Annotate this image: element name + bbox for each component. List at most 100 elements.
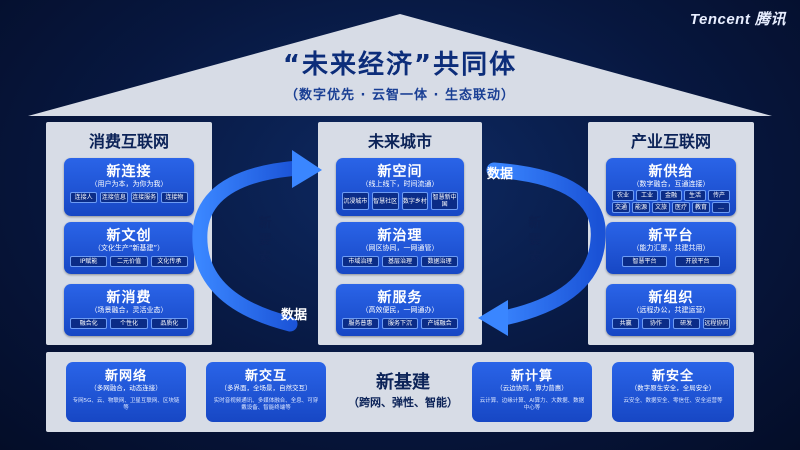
chip: 沉浸城市 — [342, 192, 369, 210]
card-title: 新计算 — [510, 369, 553, 384]
roof-shape — [28, 14, 772, 116]
chip: 交通 — [612, 202, 630, 213]
infra-card-new-network: 新网络 （多网融合，动态连接） 专网5G、云、物联网、卫星互联网、区块链等 — [66, 362, 186, 422]
chip: 基层治理 — [381, 256, 419, 267]
card-subtitle: （远程办公，共建运营） — [632, 306, 710, 314]
card-description: 云安全、数据安全、零信任、安全运营等 — [623, 398, 723, 404]
chip: 融合化 — [70, 318, 108, 329]
chip: 生活 — [684, 190, 706, 201]
card-subtitle: （场景融合，灵活业态） — [90, 306, 168, 314]
infra-subtitle: （跨网、弹性、智能） — [348, 396, 458, 409]
card-subtitle: （能力汇聚，共建共用） — [632, 244, 710, 252]
card-description: 专网5G、云、物联网、卫星互联网、区块链等 — [72, 398, 180, 411]
chip: 研发 — [672, 318, 700, 329]
chip: 智慧平台 — [622, 256, 667, 267]
column-title: 消费互联网 — [88, 132, 169, 151]
column-consumer-internet: 消费互联网 新连接 （用户为本，为你为我） 连接人 连接信息 连接服务 连接物 … — [46, 122, 212, 345]
chip: 产城融合 — [421, 318, 459, 329]
chip: 农业 — [612, 190, 634, 201]
chip: 个性化 — [110, 318, 148, 329]
infra-card-new-computing: 新计算 （云边协同，算力普惠） 云计算、边缘计算、AI算力、大数据、数据中心等 — [472, 362, 592, 422]
chip: 服务普惠 — [342, 318, 379, 329]
card-subtitle: （数字原生安全，全局安全） — [630, 384, 716, 392]
chip: 品质化 — [150, 318, 188, 329]
flow-label-top: 数据 — [486, 167, 513, 182]
right-flow-arrow-icon — [486, 162, 606, 326]
card-subtitle: （多界面，全场景，自然交互） — [220, 384, 312, 392]
left-arrowhead-icon — [292, 150, 322, 188]
card-new-connection: 新连接 （用户为本，为你为我） 连接人 连接信息 连接服务 连接物 — [64, 158, 194, 216]
card-new-consumption: 新消费 （场景融合，灵活业态） 融合化 个性化 品质化 — [64, 284, 194, 336]
chip: 协作 — [642, 318, 670, 329]
card-title: 新消费 — [106, 290, 152, 306]
card-title: 新安全 — [651, 369, 694, 384]
infra-card-new-security: 新安全 （数字原生安全，全局安全） 云安全、数据安全、零信任、安全运营等 — [612, 362, 734, 422]
chip: 智慧社区 — [371, 192, 399, 210]
card-subtitle: （用户为本，为你为我） — [90, 180, 168, 188]
chip: 医疗 — [672, 202, 690, 213]
chip: 共赢 — [612, 318, 640, 329]
card-title: 新平台 — [648, 228, 694, 244]
card-title: 新治理 — [377, 228, 423, 244]
chip: … — [712, 202, 730, 213]
card-title: 新服务 — [377, 290, 423, 306]
infra-title: 新基建 — [376, 372, 430, 393]
chip: 智慧新中国 — [431, 192, 458, 210]
chip: 市域治理 — [342, 256, 379, 267]
card-new-service: 新服务 （高效便民，一网通办） 服务普惠 服务下沉 产城融合 — [336, 284, 464, 336]
chip: 连接信息 — [100, 192, 128, 203]
card-subtitle: （高效便民，一网通办） — [361, 306, 439, 314]
chip: 服务下沉 — [381, 318, 419, 329]
card-title: 新连接 — [106, 164, 152, 180]
tencent-logo: Tencent 腾讯 — [689, 11, 786, 28]
card-title: 新文创 — [106, 228, 152, 244]
card-title: 新网络 — [104, 369, 147, 384]
card-new-space: 新空间 （线上线下，时间流通） 沉浸城市 智慧社区 数字乡村 智慧新中国 — [336, 158, 464, 216]
chip: 金融 — [660, 190, 682, 201]
card-description: 云计算、边缘计算、AI算力、大数据、数据中心等 — [479, 398, 585, 411]
card-new-supply: 新供给 （数字融合，互通连接） 农业 工业 金融 生活 传产 交通 能源 文旅 … — [606, 158, 736, 216]
card-subtitle: （网区协同，一网通管） — [361, 244, 439, 252]
card-title: 新交互 — [244, 369, 287, 384]
right-arrowhead-icon — [478, 300, 508, 336]
flow-label-bottom: 数据 — [280, 308, 307, 323]
chip: 文化传承 — [150, 256, 188, 267]
chip: 数据治理 — [421, 256, 459, 267]
chip: 远程协同 — [702, 318, 730, 329]
card-subtitle: （文化生产“新基建”） — [93, 244, 165, 252]
chip: 二元价值 — [110, 256, 148, 267]
column-title: 未来城市 — [367, 132, 432, 151]
chip: 连接人 — [70, 192, 98, 203]
card-description: 实时音视频通讯、多媒体融合、全息、可穿戴设备、智能终端等 — [213, 398, 319, 411]
card-subtitle: （线上线下，时间流通） — [361, 180, 439, 188]
card-title: 新空间 — [377, 164, 423, 180]
column-future-city: 未来城市 新空间 （线上线下，时间流通） 沉浸城市 智慧社区 数字乡村 智慧新中… — [318, 122, 482, 345]
chip: 数字乡村 — [401, 192, 429, 210]
chip: 能源 — [632, 202, 650, 213]
vertical-label-left: 新要素 — [258, 216, 272, 265]
card-subtitle: （数字融合，互通连接） — [632, 180, 710, 188]
chip: 连接服务 — [130, 192, 158, 203]
card-new-governance: 新治理 （网区协同，一网通管） 市域治理 基层治理 数据治理 — [336, 222, 464, 274]
chip: 连接物 — [160, 192, 188, 203]
card-new-culture: 新文创 （文化生产“新基建”） IP赋能 二元价值 文化传承 — [64, 222, 194, 274]
page-subtitle: （数字优先 · 云智一体 · 生态联动） — [285, 88, 515, 103]
chip: 传产 — [708, 190, 730, 201]
chip: IP赋能 — [70, 256, 108, 267]
card-new-organization: 新组织 （远程办公，共建运营） 共赢 协作 研发 远程协同 — [606, 284, 736, 336]
vertical-label-right: 新要素 — [528, 216, 542, 265]
page-title: “未来经济”共同体 — [282, 50, 518, 80]
card-title: 新组织 — [648, 290, 694, 306]
card-title: 新供给 — [648, 164, 694, 180]
column-industrial-internet: 产业互联网 新供给 （数字融合，互通连接） 农业 工业 金融 生活 传产 交通 … — [588, 122, 754, 345]
chip: 文旅 — [652, 202, 670, 213]
left-flow-arrow-icon — [192, 160, 306, 332]
chip: 工业 — [636, 190, 658, 201]
card-subtitle: （多网融合，动态连接） — [90, 384, 162, 392]
chip: 开放平台 — [675, 256, 720, 267]
column-title: 产业互联网 — [630, 132, 711, 151]
card-subtitle: （云边协同，算力普惠） — [496, 384, 568, 392]
infra-card-new-interaction: 新交互 （多界面，全场景，自然交互） 实时音视频通讯、多媒体融合、全息、可穿戴设… — [206, 362, 326, 422]
chip: 教育 — [692, 202, 710, 213]
